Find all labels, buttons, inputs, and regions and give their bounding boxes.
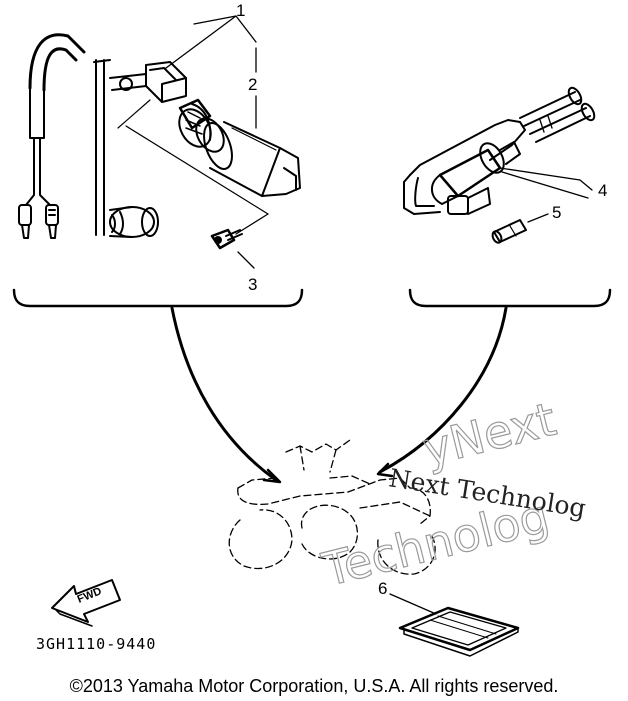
right-group-bracket <box>408 288 612 308</box>
part-6-pad <box>398 606 520 657</box>
callout-6: 6 <box>378 579 387 598</box>
left-pointer-line <box>170 306 278 482</box>
callout-2: 2 <box>248 75 257 94</box>
left-switch-assembly <box>18 33 301 250</box>
right-pointer-arrow <box>376 462 394 478</box>
watermark: yNext Technolog Next Technolog <box>316 391 588 597</box>
atv-outline <box>228 439 436 575</box>
callout-4: 4 <box>598 181 607 200</box>
right-switch-assembly <box>403 86 596 244</box>
callout-5: 5 <box>552 203 561 222</box>
watermark-hollow-line1: yNext <box>418 392 561 477</box>
copyright-notice: ©2013 Yamaha Motor Corporation, U.S.A. A… <box>69 676 559 696</box>
callout-leaders-right <box>499 167 593 223</box>
fwd-label: FWD <box>76 585 104 606</box>
callout-3: 3 <box>248 275 257 294</box>
callout-leader-6 <box>389 593 437 615</box>
callout-leaders-left <box>165 15 257 269</box>
part-code: 3GH1110-9440 <box>36 635 156 653</box>
fwd-arrow-icon <box>51 579 121 627</box>
left-group-bracket <box>12 288 304 308</box>
left-pointer-arrow <box>262 468 282 484</box>
right-pointer-line <box>378 306 508 474</box>
callout-1: 1 <box>236 1 245 20</box>
